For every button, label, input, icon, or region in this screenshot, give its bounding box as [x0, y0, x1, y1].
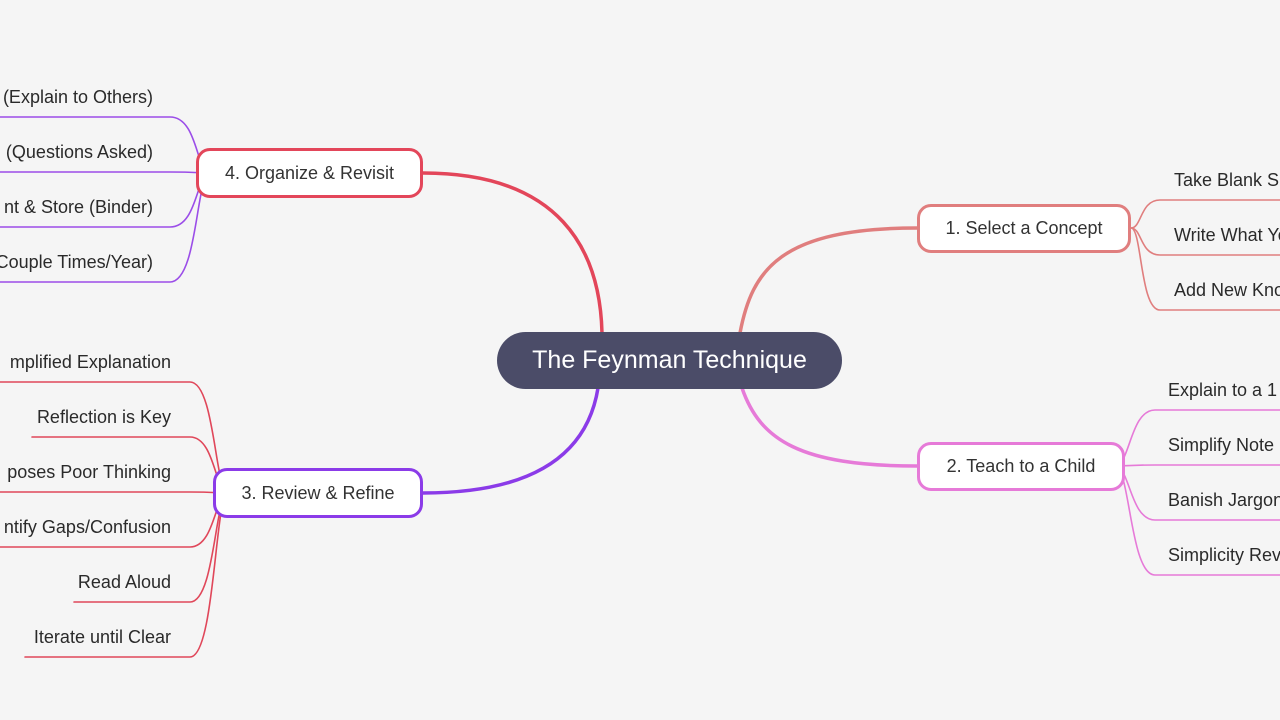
leaf-add-new-knowledge[interactable]: Add New Kno — [1174, 280, 1280, 300]
leaf-iterate-until-clear[interactable]: Iterate until Clear — [33, 627, 171, 647]
root-topic[interactable]: The Feynman Technique — [497, 332, 842, 389]
leaf-explain-to-others[interactable]: (Explain to Others) — [2, 87, 153, 107]
leaf-simplified-explanation[interactable]: mplified Explanation — [9, 352, 171, 372]
branch-teach-to-a-child[interactable]: 2. Teach to a Child — [917, 442, 1125, 491]
connector-root-select — [738, 226, 919, 335]
leaf-identify-gaps-confusion[interactable]: ntify Gaps/Confusion — [3, 517, 171, 537]
branch-organize-and-revisit[interactable]: 4. Organize & Revisit — [196, 148, 423, 198]
connector-select-leaf-2 — [1130, 227, 1280, 311]
leaf-exposes-poor-thinking[interactable]: poses Poor Thinking — [7, 462, 171, 482]
leaf-banish-jargon[interactable]: Banish Jargon — [1168, 490, 1280, 510]
connector-teach-leaf-1 — [1114, 464, 1280, 467]
connector-select-leaf-1 — [1130, 227, 1280, 256]
leaf-couple-times-year[interactable]: Couple Times/Year) — [0, 252, 153, 272]
leaf-reflection-is-key[interactable]: Reflection is Key — [36, 407, 171, 427]
leaf-simplicity-reveals[interactable]: Simplicity Rev — [1168, 545, 1280, 565]
connector-root-review — [421, 386, 600, 495]
connector-root-teach — [740, 386, 919, 468]
leaf-take-blank-sheet[interactable]: Take Blank S — [1174, 170, 1280, 190]
connector-review-leaf-2 — [0, 491, 229, 494]
leaf-questions-asked[interactable]: (Questions Asked) — [5, 142, 153, 162]
branch-select-a-concept[interactable]: 1. Select a Concept — [917, 204, 1131, 253]
leaf-simplify-notes[interactable]: Simplify Note — [1168, 435, 1275, 455]
leaf-print-and-store-binder[interactable]: nt & Store (Binder) — [3, 197, 153, 217]
connector-select-leaf-0 — [1130, 199, 1280, 229]
leaf-explain-to-a-child[interactable]: Explain to a 1 — [1168, 380, 1278, 400]
leaf-read-aloud[interactable]: Read Aloud — [77, 572, 171, 592]
branch-review-and-refine[interactable]: 3. Review & Refine — [213, 468, 423, 518]
connector-organize-leaf-1 — [0, 171, 211, 174]
leaf-write-what-you-know[interactable]: Write What Yo — [1174, 225, 1280, 245]
connector-root-organize — [421, 171, 604, 335]
